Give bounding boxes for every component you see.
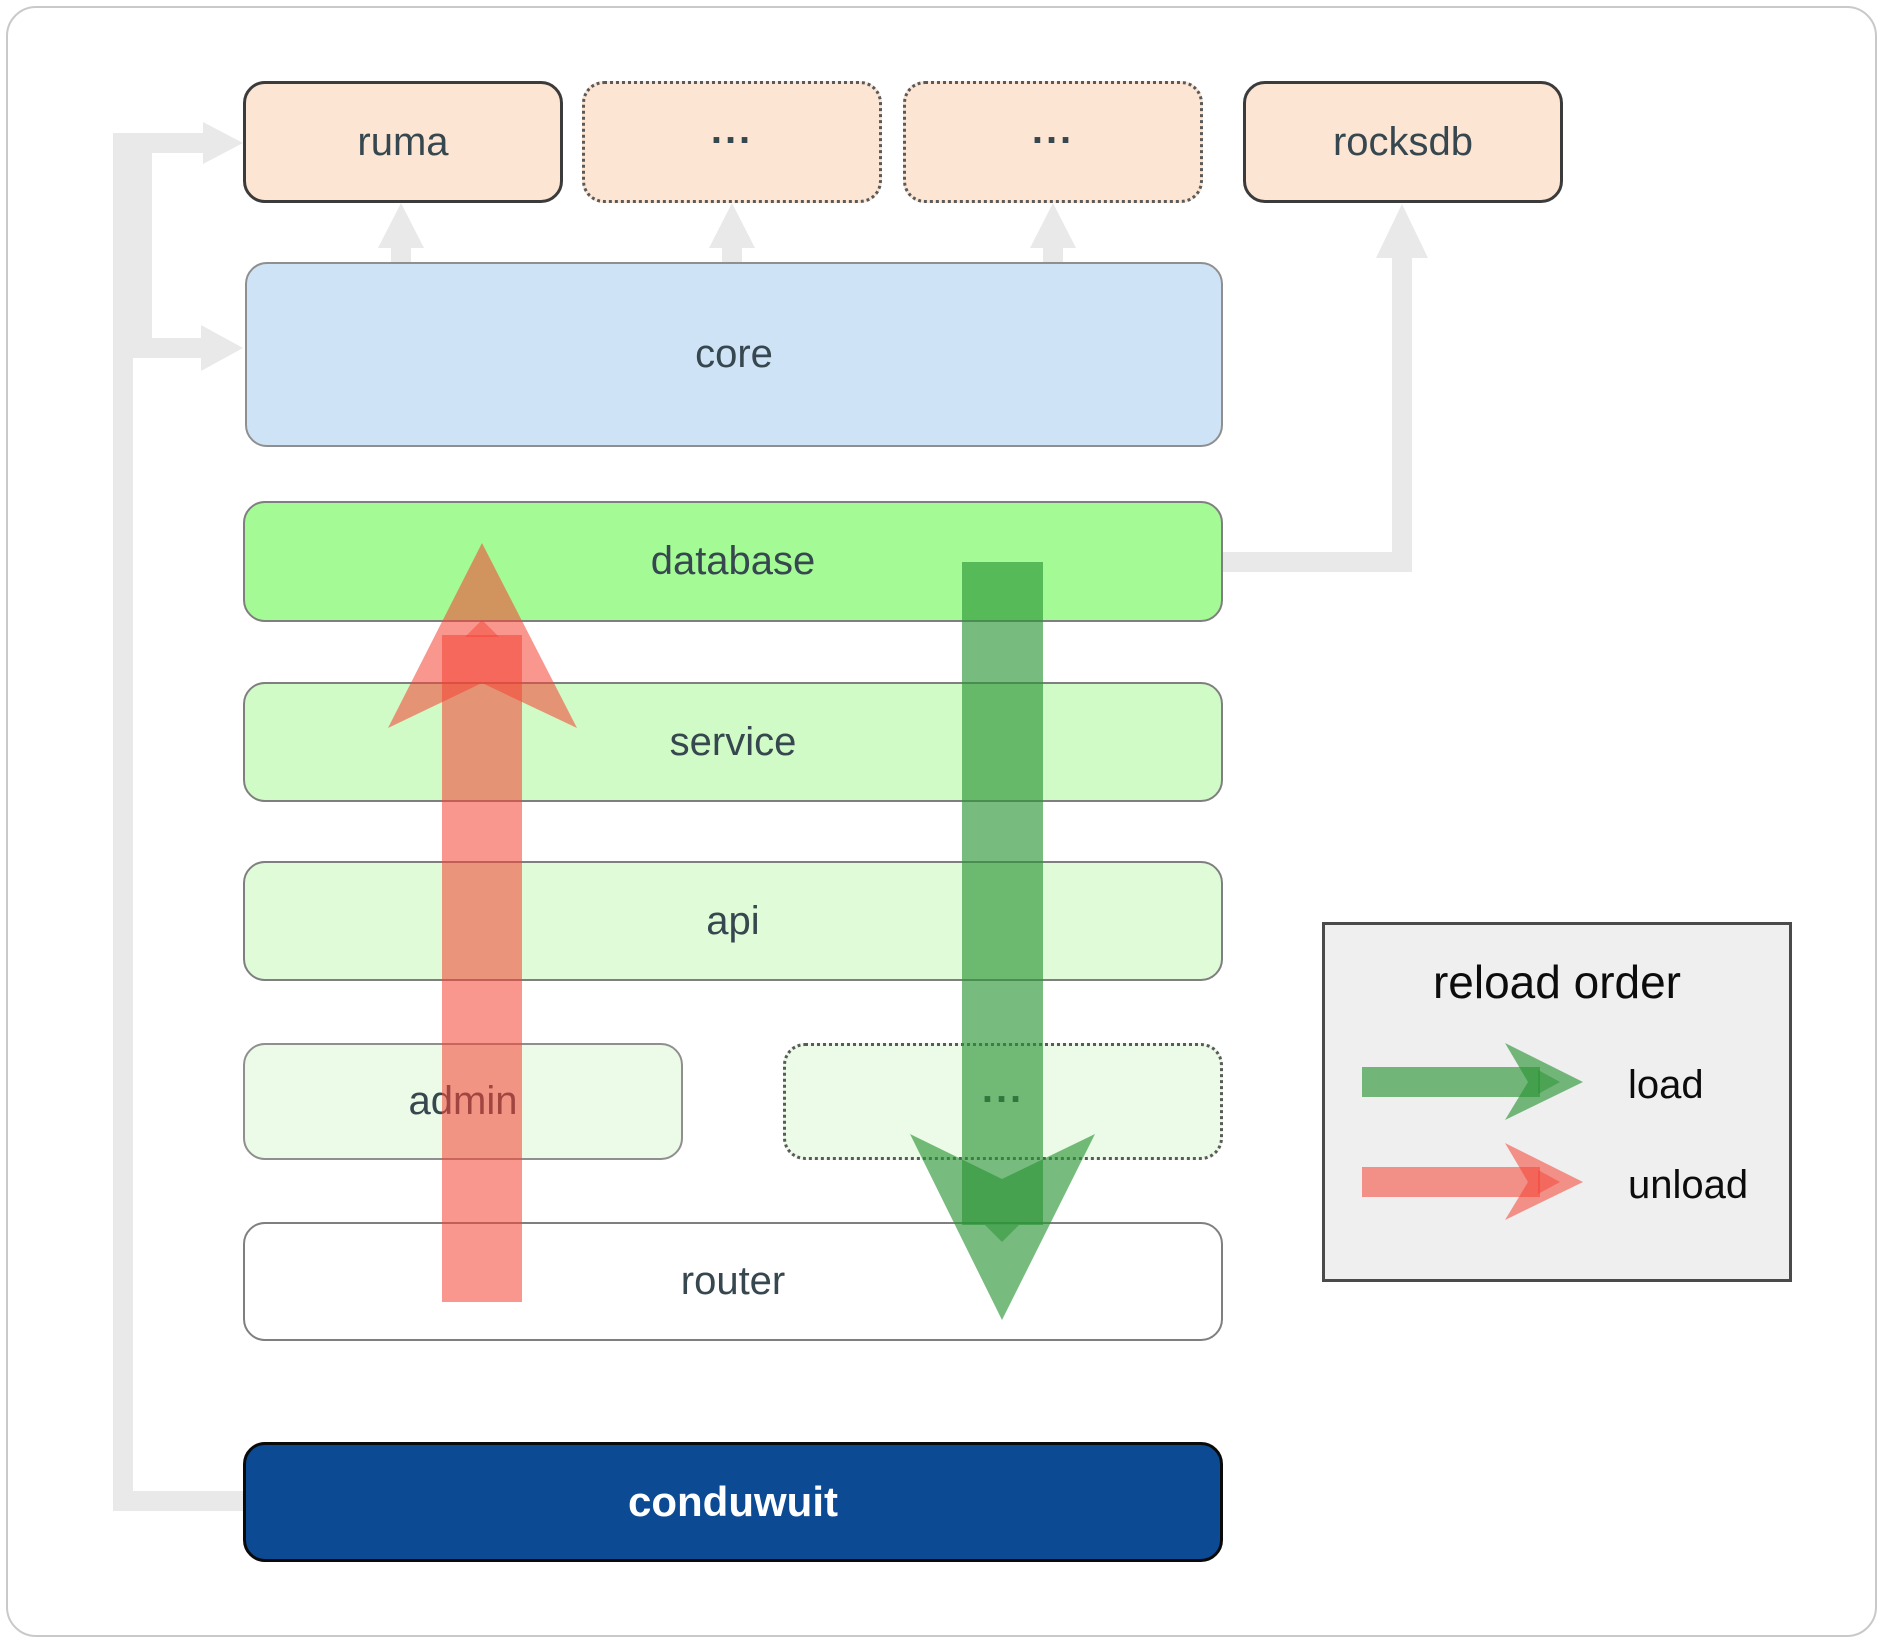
box-rocksdb-label: rocksdb bbox=[1332, 119, 1474, 164]
box-module-ellipsis-2-label: ... bbox=[1031, 107, 1075, 152]
box-ruma-label: ruma bbox=[357, 119, 449, 164]
box-core: core bbox=[245, 262, 1223, 447]
box-module-ellipsis-1-label: ... bbox=[710, 107, 754, 152]
legend-title: reload order bbox=[1432, 956, 1682, 1008]
box-core-label: core bbox=[695, 332, 773, 376]
box-api: api bbox=[243, 861, 1223, 981]
box-service: service bbox=[243, 682, 1223, 802]
legend-reload-order: reload order load unload bbox=[1322, 922, 1792, 1282]
box-router-label: router bbox=[680, 1259, 786, 1303]
box-service-label: service bbox=[669, 719, 797, 764]
box-admin-ellipsis: ... bbox=[783, 1043, 1223, 1160]
box-database-label: database bbox=[650, 539, 816, 583]
legend-load-label: load bbox=[1628, 1063, 1704, 1107]
box-api-label: api bbox=[706, 898, 760, 943]
box-conduwuit: conduwuit bbox=[243, 1442, 1223, 1562]
box-module-ellipsis-1: ... bbox=[582, 81, 882, 203]
box-rocksdb: rocksdb bbox=[1243, 81, 1563, 203]
legend-unload-label: unload bbox=[1628, 1163, 1749, 1207]
box-router: router bbox=[243, 1222, 1223, 1341]
box-admin: admin bbox=[243, 1043, 683, 1160]
box-conduwuit-label: conduwuit bbox=[628, 1478, 838, 1525]
diagram-outer-frame bbox=[6, 6, 1877, 1637]
box-database: database bbox=[243, 501, 1223, 622]
box-ruma: ruma bbox=[243, 81, 563, 203]
box-module-ellipsis-2: ... bbox=[903, 81, 1203, 203]
box-admin-label: admin bbox=[408, 1079, 518, 1123]
box-admin-ellipsis-label: ... bbox=[981, 1067, 1025, 1111]
